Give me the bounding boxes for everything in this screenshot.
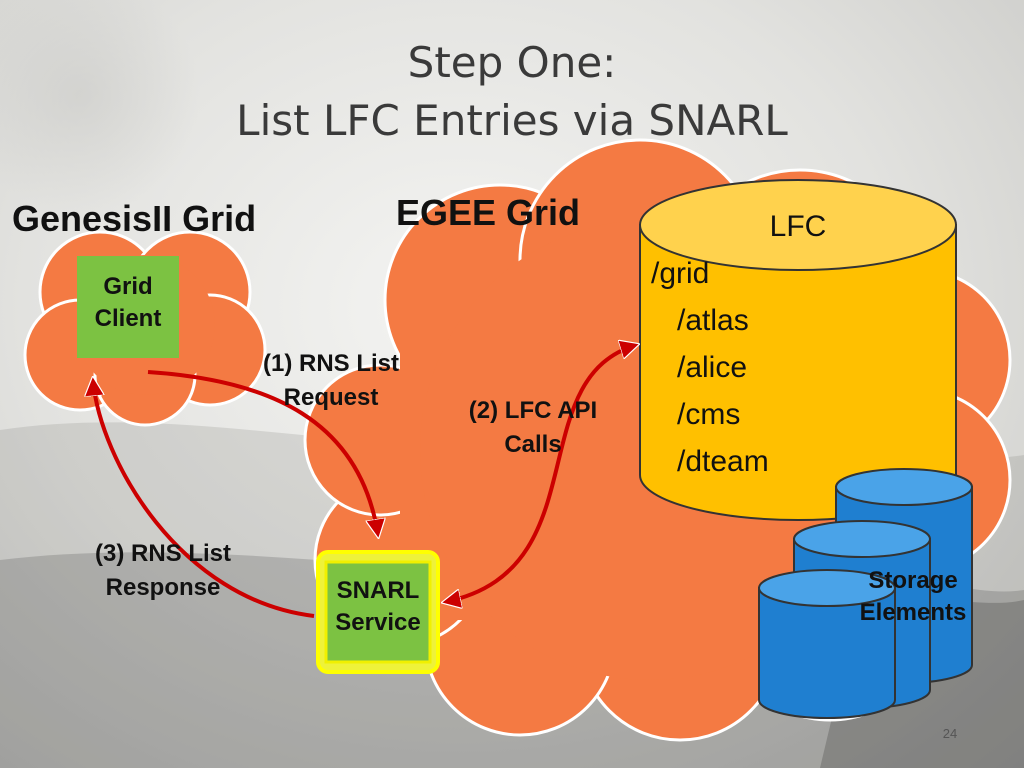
lfc-api-calls-arrow xyxy=(445,345,636,602)
lfc-entry-grid: /grid xyxy=(651,257,710,290)
lfc-label: LFC xyxy=(769,210,827,243)
rns-list-response-arrow xyxy=(93,380,315,618)
storage-cylinder-front xyxy=(758,569,896,719)
rns-list-response-label: (3) RNS List Response xyxy=(94,540,231,601)
grid-client-box xyxy=(77,256,179,358)
genesisii-grid-label: GenesisII Grid xyxy=(12,198,257,239)
slide-title-line-1: Step One: xyxy=(407,38,617,87)
storage-elements-label: Storage Elements xyxy=(859,567,967,627)
rns-list-request-label: (1) RNS List Request xyxy=(262,350,399,411)
lfc-entry-alice: /alice xyxy=(677,351,748,384)
lfc-api-calls-label: (2) LFC API Calls xyxy=(468,397,598,458)
egee-grid-label: EGEE Grid xyxy=(396,192,581,233)
snarl-service-box xyxy=(316,550,440,674)
grid-client-label: Grid Client xyxy=(94,273,162,333)
lfc-database-cylinder xyxy=(639,179,957,521)
lfc-entry-cms: /cms xyxy=(677,398,741,431)
page-number: 24 xyxy=(942,726,958,741)
rns-list-request-arrow xyxy=(147,370,378,535)
lfc-entry-atlas: /atlas xyxy=(677,304,749,337)
slide-title-line-2: List LFC Entries via SNARL xyxy=(236,96,788,145)
snarl-service-label: SNARL Service xyxy=(335,577,421,637)
lfc-entry-dteam: /dteam xyxy=(677,445,769,478)
